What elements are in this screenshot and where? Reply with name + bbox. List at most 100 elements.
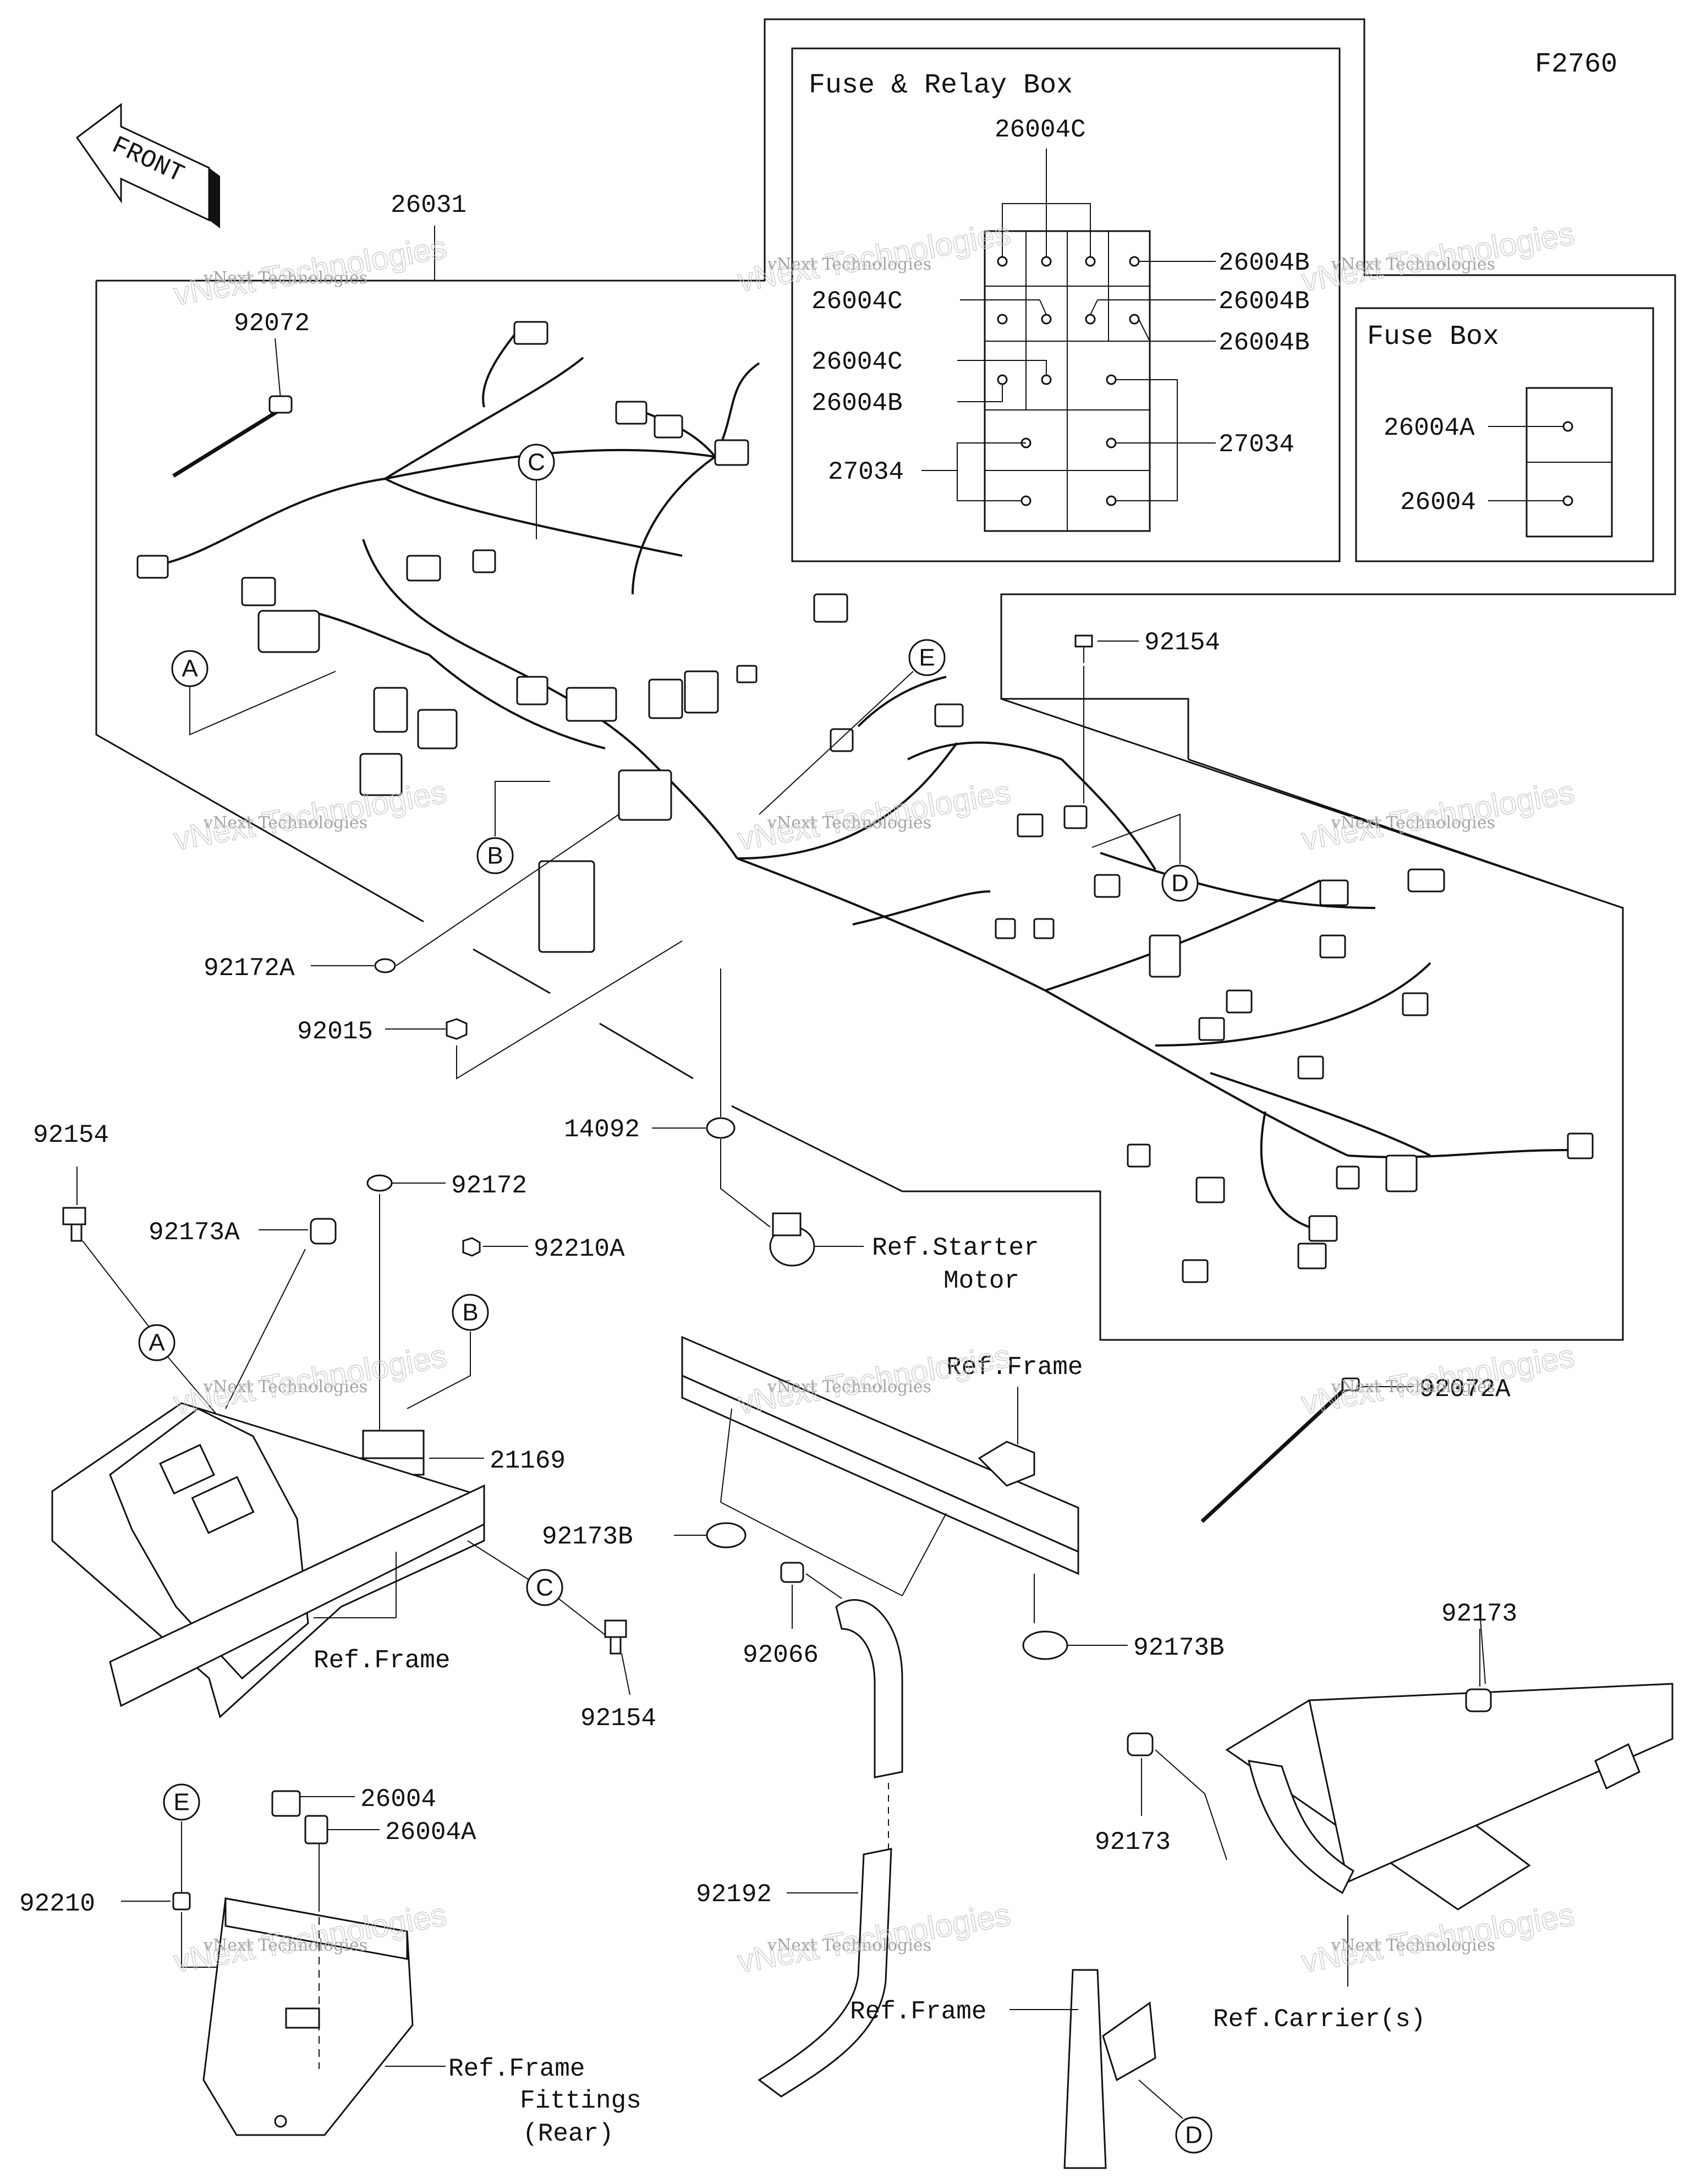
label-26004: 26004 [360,1785,436,1814]
watermark-8: vNext Technologies [767,1377,931,1397]
label-92066: 92066 [743,1641,819,1670]
ref-fittings-line1: Ref.Frame [448,2055,585,2083]
callout-E-bottom: E [163,1783,200,1893]
nut-92210 [121,1892,231,1968]
label-21169: 21169 [490,1447,566,1475]
frame-center [681,1335,1079,1596]
ref-frame-top: Ref.Frame [946,1353,1083,1382]
callout-C-top-letter: C [528,449,545,476]
frb-label-26004C-mid: 26004C [811,287,903,316]
fuse-box-title: Fuse Box [1367,321,1499,353]
watermark-12: vNext Technologies [1331,1936,1495,1955]
watermark-big-3: vNext Technologies [1299,216,1577,299]
watermark-big-2: vNext Technologies [735,216,1013,299]
frb-label-27034-left: 27034 [828,458,904,486]
label-92173B-right: 92173B [1133,1634,1225,1662]
ref-frame-left: Ref.Frame [314,1646,450,1675]
fuse-relay-box-title: Fuse & Relay Box [809,70,1073,101]
ref-fittings-line3: (Rear) [523,2120,614,2148]
bolt-92154-left [62,1167,149,1327]
clip-92173-left [1127,1732,1227,1860]
ref-starter-line2: Motor [943,1267,1019,1295]
watermark-big-9: vNext Technologies [1299,1338,1577,1421]
ref-frame-bottom: Ref.Frame [850,1997,986,2026]
main-harness-outline [95,18,1676,1341]
callout-C-bottom-letter: C [536,1574,553,1601]
watermark-10: vNext Technologies [203,1936,367,1955]
watermark-4: vNext Technologies [203,813,367,833]
callout-C-bottom: C [467,1540,608,1638]
callout-D-top-letter: D [1171,870,1189,897]
carrier [1225,1612,1673,1986]
watermark-11: vNext Technologies [767,1936,931,1955]
callout-C-top: C [518,444,555,539]
watermark-big-1: vNext Technologies [171,229,449,313]
frb-label-26004C-top: 26004C [995,116,1086,144]
watermark-7: vNext Technologies [203,1377,367,1397]
label-26004A: 26004A [385,1818,476,1847]
label-92173B-left: 92173B [542,1523,633,1551]
watermark-6: vNext Technologies [1331,813,1495,833]
label-92154-bottom: 92154 [580,1704,656,1733]
clip-92173A [225,1218,337,1409]
callout-B-bottom-letter: B [462,1299,478,1326]
clamp-92173B-left [674,1522,747,1548]
ref-fittings-line2: Fittings [520,2087,641,2115]
label-26031: 26031 [391,191,467,220]
label-92072: 92072 [234,309,310,338]
fuse-box-label-26004A: 26004A [1384,414,1475,442]
watermark-1: vNext Technologies [203,269,367,288]
clip-92173-right [1465,1629,1492,1712]
callout-E-top: E [759,639,946,815]
cable-tie-92072A [1200,1377,1414,1523]
watermark-9: vNext Technologies [1331,1377,1495,1397]
nut-92210A [462,1237,528,1257]
watermark-big-8: vNext Technologies [735,1338,1013,1421]
callout-B-bottom: B [407,1294,489,1409]
label-92192: 92192 [696,1880,772,1909]
label-14092: 14092 [564,1115,640,1144]
label-92172: 92172 [451,1172,527,1200]
watermark-3: vNext Technologies [1331,255,1495,274]
callout-B-top-letter: B [487,842,503,869]
callout-A-top-letter: A [182,655,198,682]
hose-92192 [758,1599,903,2098]
frame-fittings-rear [202,1897,446,2136]
fuse-relay-box: Fuse & Relay Box [791,47,1341,562]
starter-motor-connector [769,1212,864,1267]
callout-D-bottom: D [1175,2116,1212,2154]
watermark-5: vNext Technologies [767,813,931,833]
fuse-box: Fuse Box 26004A 26004 [1355,307,1654,562]
bolt-92154-top [1074,634,1139,803]
screw-92172A [311,814,619,973]
callout-B-top: B [476,781,550,874]
label-92172A: 92172A [204,954,295,983]
frb-label-26004C-low: 26004C [811,348,903,376]
label-92173-left: 92173 [1095,1828,1171,1857]
frb-label-26004B-2: 26004B [1219,287,1310,316]
fuse-26004A [304,1815,380,1904]
bolt-92154-bottom [604,1619,630,1695]
frame-left [51,1402,485,1718]
watermark-big-4: vNext Technologies [171,774,449,857]
callout-A-bottom-letter: A [149,1329,165,1356]
label-92154-top: 92154 [1144,628,1220,657]
ref-starter-line1: Ref.Starter [872,1234,1039,1262]
callout-A-bottom: A [138,1324,259,1464]
label-92072A: 92072A [1419,1375,1511,1404]
label-92210A: 92210A [534,1235,625,1263]
grommet-92066 [780,1562,842,1629]
fuse-26004 [271,1790,355,1817]
callout-A-top: A [171,650,336,736]
harness-connectors [136,321,1594,1283]
frb-label-26004B-4: 26004B [811,389,903,418]
cable-tie-92072 [172,395,293,478]
label-92173A: 92173A [149,1218,240,1247]
label-92154-left: 92154 [33,1121,109,1150]
frb-label-26004B-3: 26004B [1219,329,1310,357]
front-arrow-icon: FRONT [75,103,220,228]
label-92210: 92210 [19,1890,95,1918]
frb-label-26004B-1: 26004B [1219,249,1310,277]
watermark-big-5: vNext Technologies [735,774,1013,857]
